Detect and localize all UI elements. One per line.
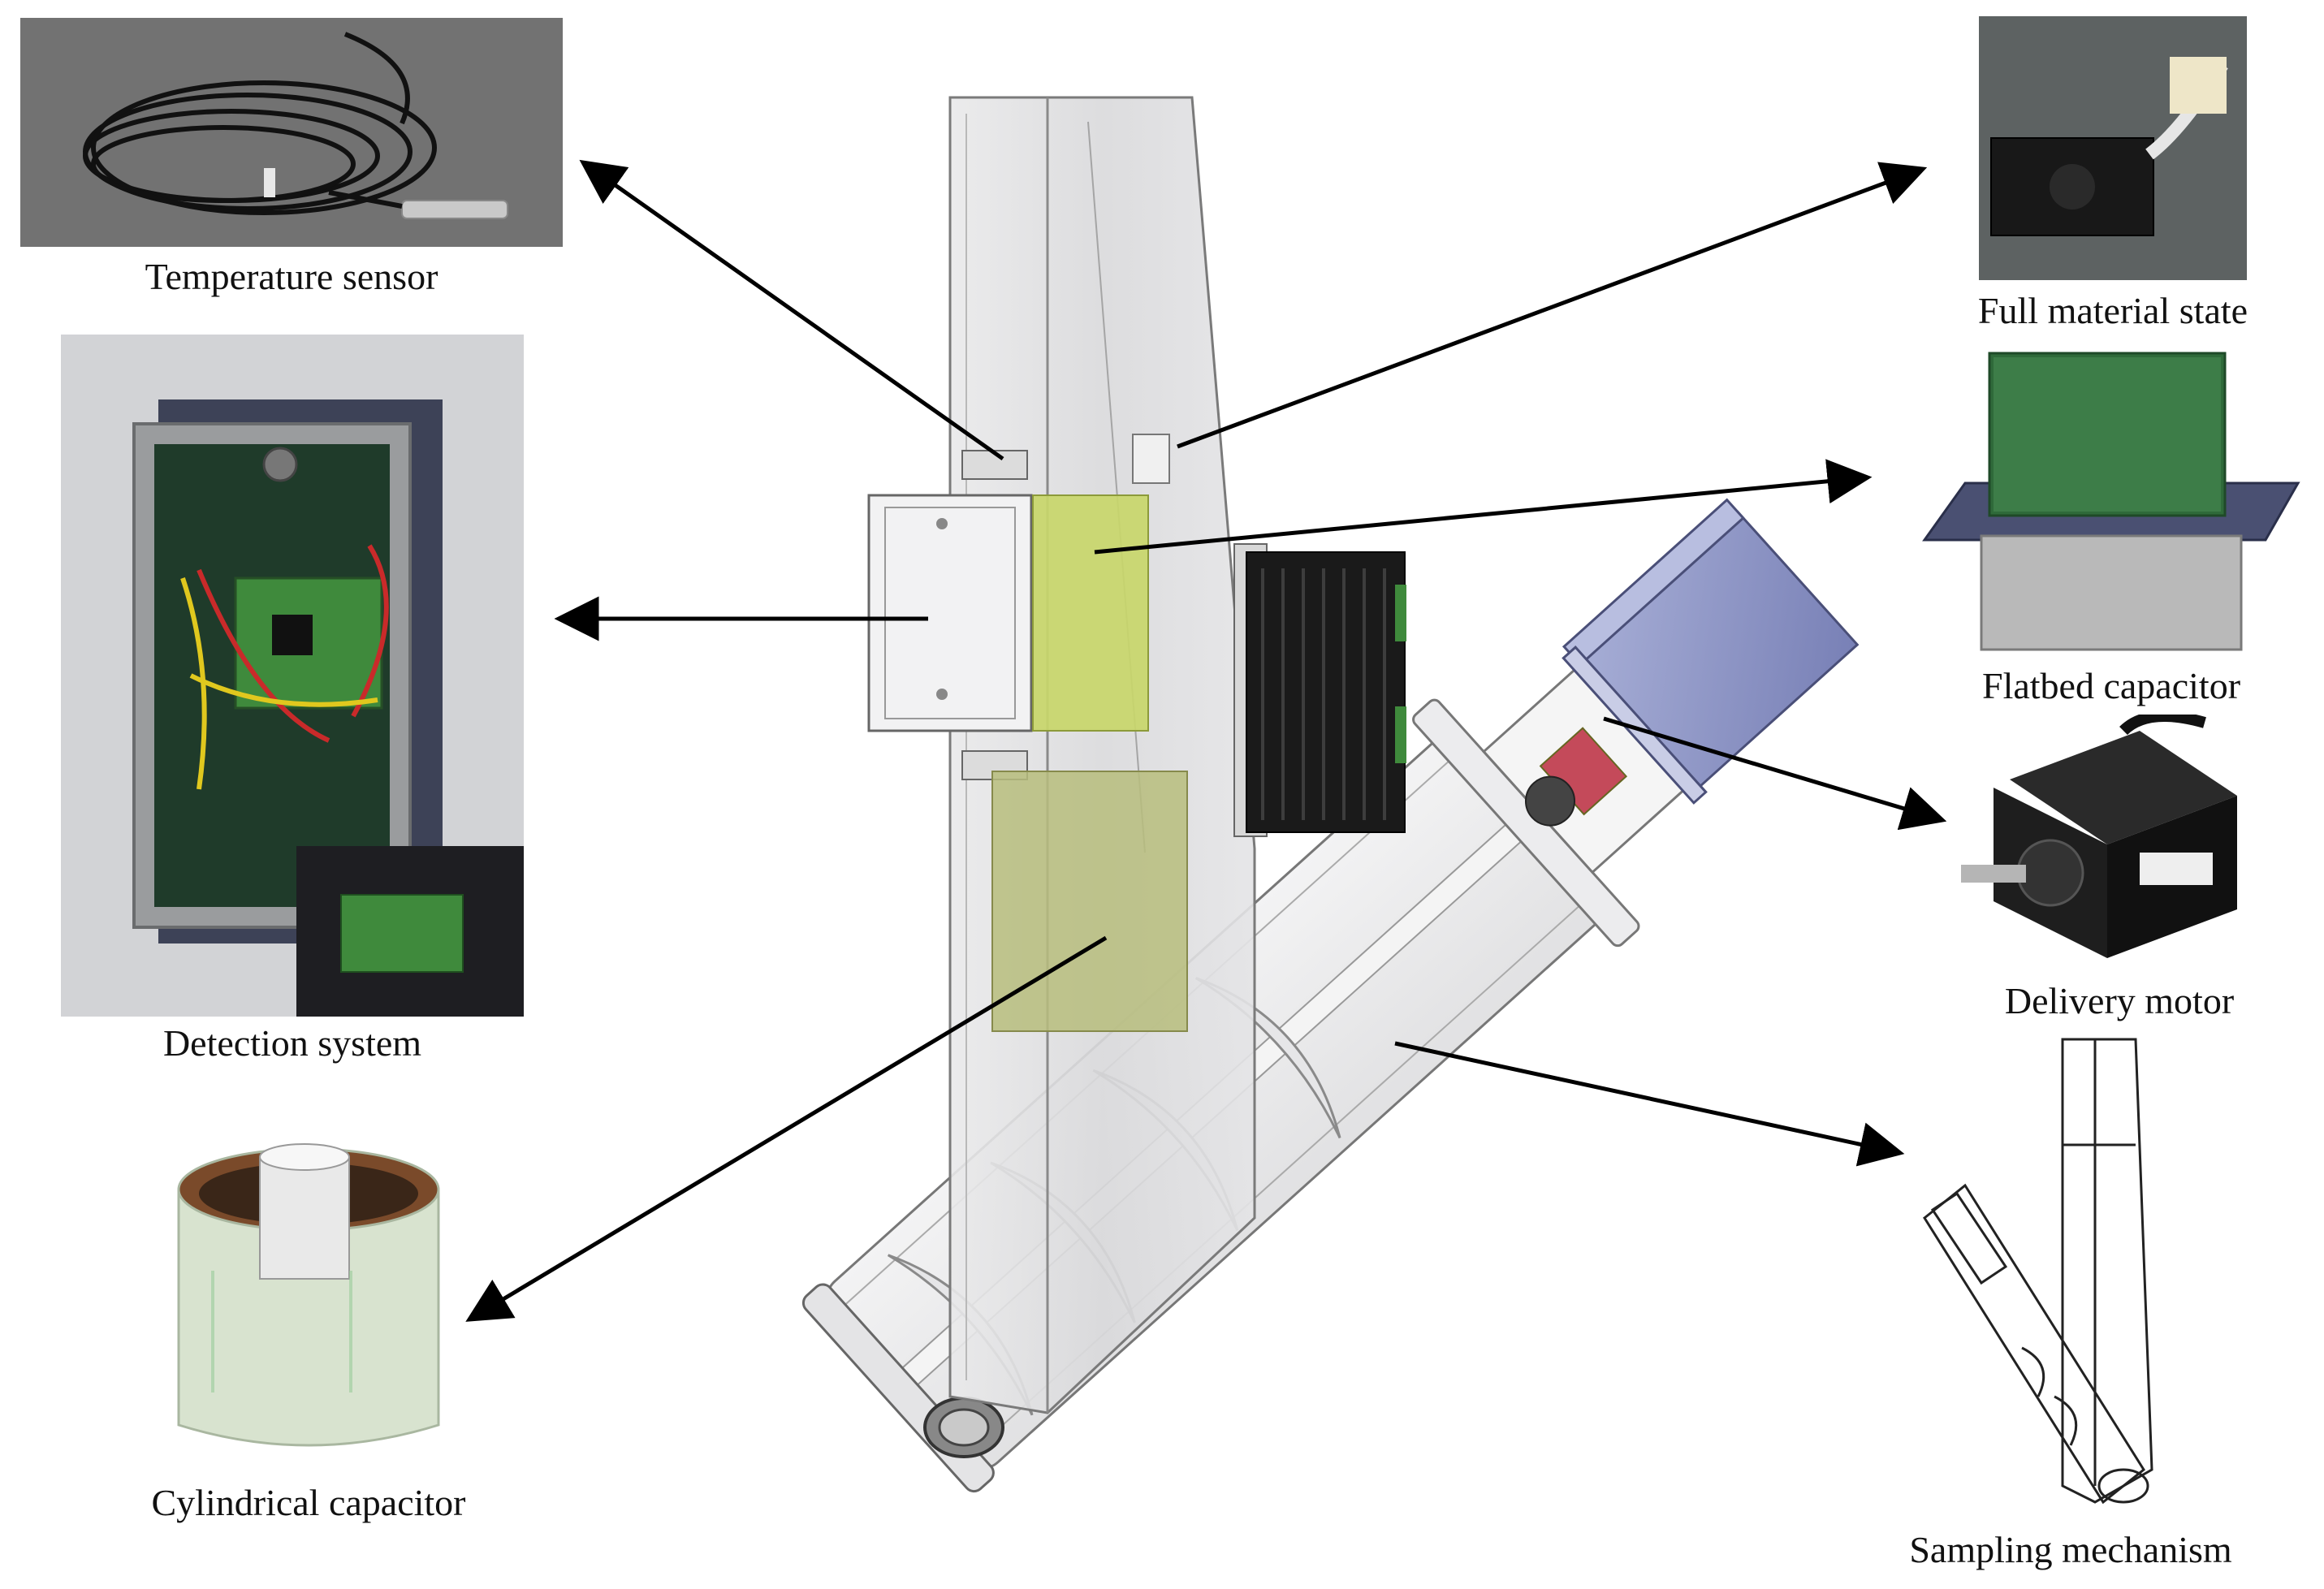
delivery-motor-caption: Delivery motor (2004, 980, 2235, 1021)
cylindrical-capacitor-caption: Cylindrical capacitor (151, 1482, 466, 1523)
full-material-sensor-body (1132, 434, 1170, 484)
temperature-sensor-photo (20, 18, 563, 247)
cylindrical-capacitor-icon (177, 1143, 440, 1447)
delivery-motor-icon (1961, 715, 2237, 958)
detection-system-caption: Detection system (162, 1022, 422, 1064)
flatbed-capacitor-plate (1032, 494, 1149, 732)
full-material-state-caption: Full material state (1977, 290, 2248, 331)
sampling-mechanism-outline-icon (1923, 1038, 2153, 1505)
delivery-motor-photo (1945, 715, 2249, 982)
flatbed-capacitor-caption: Flatbed capacitor (1981, 665, 2241, 706)
detection-box (867, 450, 1033, 780)
temperature-sensor-cable-icon (20, 18, 563, 247)
sampling-mechanism-caption: Sampling mechanism (1909, 1529, 2232, 1570)
outlet-nozzle (923, 1397, 1004, 1458)
cylindrical-capacitor-region (991, 771, 1188, 1032)
temperature-sensor-caption: Temperature sensor (145, 256, 438, 297)
flatbed-capacitor-icon (1922, 352, 2300, 651)
detection-system-box-icon (61, 335, 524, 1017)
sampling-mechanism-drawing (1908, 1031, 2209, 1518)
cylindrical-capacitor-photo (162, 1133, 455, 1457)
detection-system-photo (61, 335, 524, 1017)
full-material-sensor-icon (1979, 16, 2247, 280)
flatbed-capacitor-photo (1916, 345, 2306, 658)
full-material-state-photo (1979, 16, 2247, 280)
motor-driver (1233, 543, 1406, 837)
